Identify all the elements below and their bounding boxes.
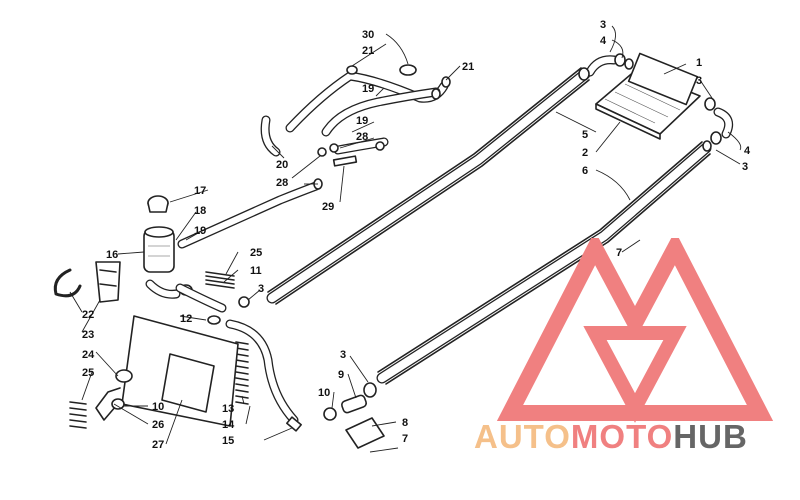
callout-23: 23 (82, 329, 94, 341)
callout-19: 19 (362, 83, 374, 95)
callout-30: 30 (362, 29, 374, 41)
callout-9: 9 (338, 369, 344, 381)
watermark-moto: MOTO (570, 418, 674, 455)
callout-20: 20 (276, 159, 288, 171)
callout-24: 24 (82, 349, 95, 361)
cooler-rail-upper (266, 67, 591, 305)
callout-13: 13 (222, 403, 234, 415)
callout-10: 10 (318, 387, 330, 399)
centre-hoses (175, 271, 302, 432)
callout-2: 2 (582, 147, 588, 159)
callout-27: 27 (152, 439, 164, 451)
callout-3: 3 (742, 161, 748, 173)
watermark-text: AUTOMOTOHUB (474, 418, 748, 456)
callout-7: 7 (402, 433, 408, 445)
watermark-hub: HUB (673, 418, 748, 455)
cooler-rail-lower (376, 141, 712, 385)
callout-11: 11 (250, 265, 262, 277)
callout-3: 3 (600, 19, 606, 31)
upper-right-elbows (578, 53, 734, 152)
callout-7: 7 (616, 247, 622, 259)
callout-4: 4 (600, 35, 607, 47)
callout-29: 29 (322, 201, 334, 213)
bottle-bracket (53, 261, 121, 303)
callout-21: 21 (362, 45, 374, 57)
callout-6: 6 (582, 165, 588, 177)
upper-hose-assembly (260, 64, 451, 167)
callout-25: 25 (82, 367, 94, 379)
callout-15: 15 (222, 435, 234, 447)
callout-4: 4 (744, 145, 751, 157)
bottom-fittings (323, 382, 399, 453)
callout-18: 18 (194, 205, 206, 217)
callout-28: 28 (276, 177, 288, 189)
watermark-auto: AUTO (474, 418, 571, 455)
coolant-bottle (143, 195, 193, 299)
callout-19: 19 (356, 115, 368, 127)
callout-26: 26 (152, 419, 164, 431)
automotohub-logo-icon (496, 238, 774, 423)
callout-25: 25 (250, 247, 262, 259)
callout-3: 3 (340, 349, 346, 361)
callout-22: 22 (82, 309, 94, 321)
callout-10: 10 (152, 401, 164, 413)
callout-labels: 1 2 3 3 3 3 3 4 4 5 6 7 7 8 9 10 10 11 1… (82, 19, 751, 451)
callout-3: 3 (696, 75, 702, 87)
callout-16: 16 (106, 249, 118, 261)
callout-14: 14 (222, 419, 235, 431)
radiator (95, 315, 239, 427)
callout-3: 3 (258, 283, 264, 295)
callout-12: 12 (180, 313, 192, 325)
callout-21: 21 (462, 61, 474, 73)
callout-28: 28 (356, 131, 368, 143)
callout-1: 1 (696, 57, 702, 69)
callout-17: 17 (194, 185, 206, 197)
callout-8: 8 (402, 417, 408, 429)
heat-exchanger-plate (595, 52, 701, 140)
callout-19: 19 (194, 225, 206, 237)
leader-lines (69, 25, 742, 445)
callout-5: 5 (582, 129, 588, 141)
